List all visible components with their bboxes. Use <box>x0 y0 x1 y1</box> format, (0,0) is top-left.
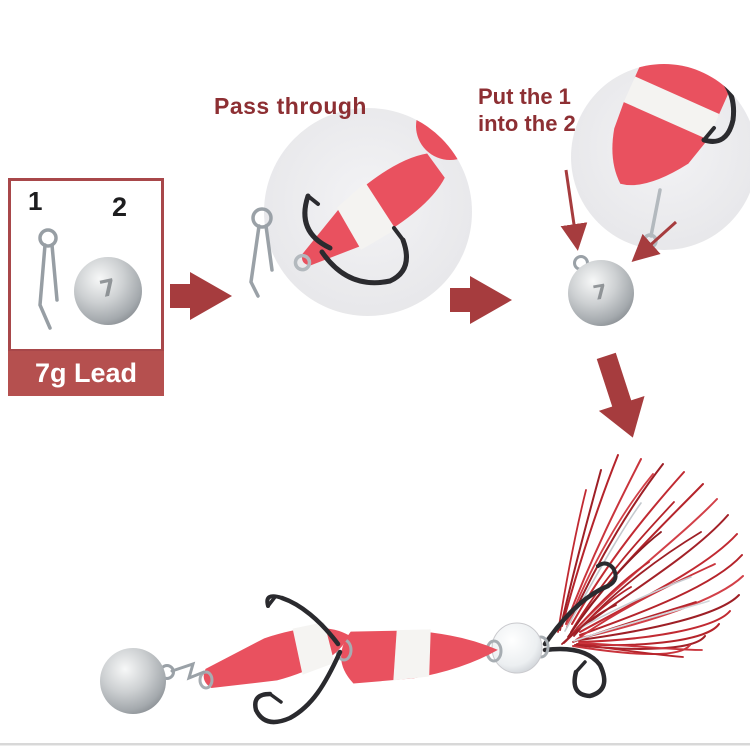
arrow-right-1 <box>170 272 232 320</box>
lead-ball-item2 <box>74 257 142 325</box>
treble-hook-rear <box>542 561 618 699</box>
foam-segment-head <box>203 622 350 688</box>
weight-caption: 7g Lead <box>34 358 138 388</box>
treble-hook-front <box>253 594 343 725</box>
snap-clip-item1 <box>38 228 59 330</box>
foam-lure-body <box>293 153 445 272</box>
arrow-down-big <box>596 352 645 438</box>
inset-photo-attach <box>571 64 750 250</box>
snap-clip-in-step1 <box>249 207 274 298</box>
wire-eyelet <box>293 253 312 272</box>
arrow-thin-from-inset <box>631 220 678 263</box>
kit-item2-number: 2 <box>112 192 128 222</box>
foam-segment-partial <box>416 108 472 160</box>
treble-hook <box>302 193 409 286</box>
head-eyelet <box>198 670 214 690</box>
lead-ball-step <box>568 255 634 326</box>
kit-item1-number: 1 <box>28 186 43 216</box>
arrow-thin-from-text <box>560 169 588 251</box>
divider-line <box>0 743 750 746</box>
lead-ball-assembled <box>100 648 175 714</box>
arrow-right-2 <box>450 276 512 324</box>
step2-label: Put the 1 into the 2 <box>478 84 576 136</box>
weight-banner: 7g Lead <box>8 351 164 396</box>
foam-segment-middle <box>341 629 498 684</box>
kit-box-frame <box>8 178 164 352</box>
snap-clip-connector <box>170 661 206 681</box>
tinsel-tail <box>557 454 744 658</box>
foam-lure-tip <box>612 64 738 186</box>
step1-label: Pass through <box>214 93 367 119</box>
